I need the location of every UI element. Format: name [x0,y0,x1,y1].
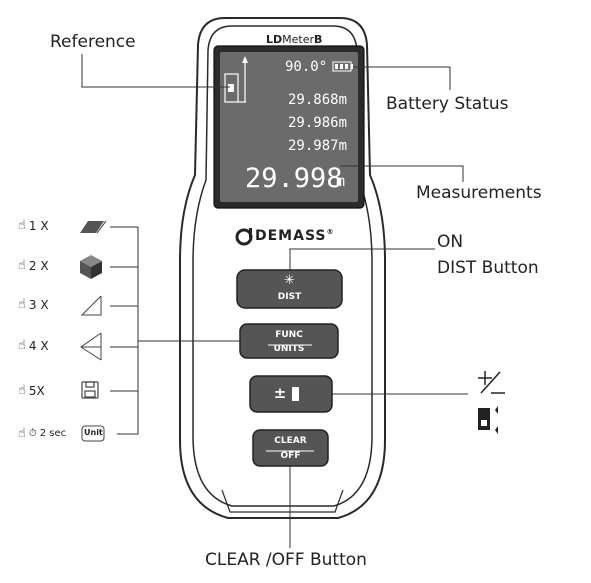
reference-icon [224,73,239,103]
device-outer-shell [179,17,386,519]
mode-3-count: 3 X [28,297,49,312]
clear-label: CLEAR [274,436,307,446]
battery-status-callout: Battery Status [386,94,509,114]
mode-5-label: ☝5X [18,383,45,398]
hand-icon: ☝ [18,258,26,273]
dist-label: DIST [277,292,302,302]
reading-1: 29.868m [288,92,348,108]
mode-2-count: 2 X [28,258,49,273]
timer-icon: ⏱ [28,428,37,439]
dist-button-callout: DIST Button [437,258,539,278]
lcd-screen [220,52,358,202]
reading-3: 29.987m [288,138,348,154]
mode-2-label: ☝2 X [18,258,49,273]
mode-5-count: 5X [28,383,45,398]
units-label: UNITS [273,344,305,354]
memory-floppy-icon [81,381,99,399]
clear-off-button[interactable]: CLEAR OFF [253,430,328,466]
brand-text: DEMASS [255,228,327,244]
demass-logo-icon [235,228,253,246]
mode-1-label: ☝1 X [18,218,49,233]
device-base [221,489,344,513]
registered-mark: ® [326,228,335,236]
model-name: LDMeterB [266,33,322,46]
hand-icon: ☝ [18,297,26,312]
hand-icon: ☝ [18,426,26,441]
func-units-button[interactable]: FUNC UNITS [240,324,338,358]
main-unit: m [336,172,346,190]
angle-reading: 90.0° [285,59,328,75]
reference-switch-icon [478,406,498,434]
unit-icon [81,425,105,442]
dist-button[interactable]: ✳ DIST [237,270,342,308]
plus-minus-label: ± [273,384,287,402]
model-mid: Meter [282,33,315,46]
hand-icon: ☝ [18,218,26,233]
mode-4-label: ☝4 X [18,338,49,353]
mode-4-count: 4 X [28,338,49,353]
model-prefix: LD [266,33,283,46]
reference-callout: Reference [50,32,136,52]
on-callout: ON [437,232,464,252]
leader-lines [81,54,468,548]
mode-3-label: ☝3 X [18,297,49,312]
plus-minus-button[interactable]: ± [250,376,332,412]
measurements-callout: Measurements [416,183,542,203]
mode-6-count: 2 sec [39,428,67,439]
volume-box-icon [80,255,102,279]
reference-switch-glyph [292,387,299,401]
off-label: OFF [280,451,301,461]
double-pythagoras-icon [80,332,102,361]
hand-icon: ☝ [18,383,26,398]
brand-name: DEMASS® [255,228,335,244]
clear-off-callout: CLEAR /OFF Button [205,550,367,570]
battery-icon [332,61,353,72]
mode-1-count: 1 X [28,218,49,233]
reading-2: 29.986m [288,115,348,131]
dist-symbol: ✳ [284,273,295,288]
main-measurement: 29.998 [245,163,343,194]
hand-icon: ☝ [18,338,26,353]
single-distance-icon [80,221,104,233]
plus-minus-symbol-icon [478,371,505,394]
pythagoras-triangle-icon [80,295,102,316]
model-suffix: B [314,33,323,46]
func-label: FUNC [275,330,303,340]
mode-6-label: ☝⏱2 sec [18,426,66,441]
unit-badge: Unit [84,428,103,437]
